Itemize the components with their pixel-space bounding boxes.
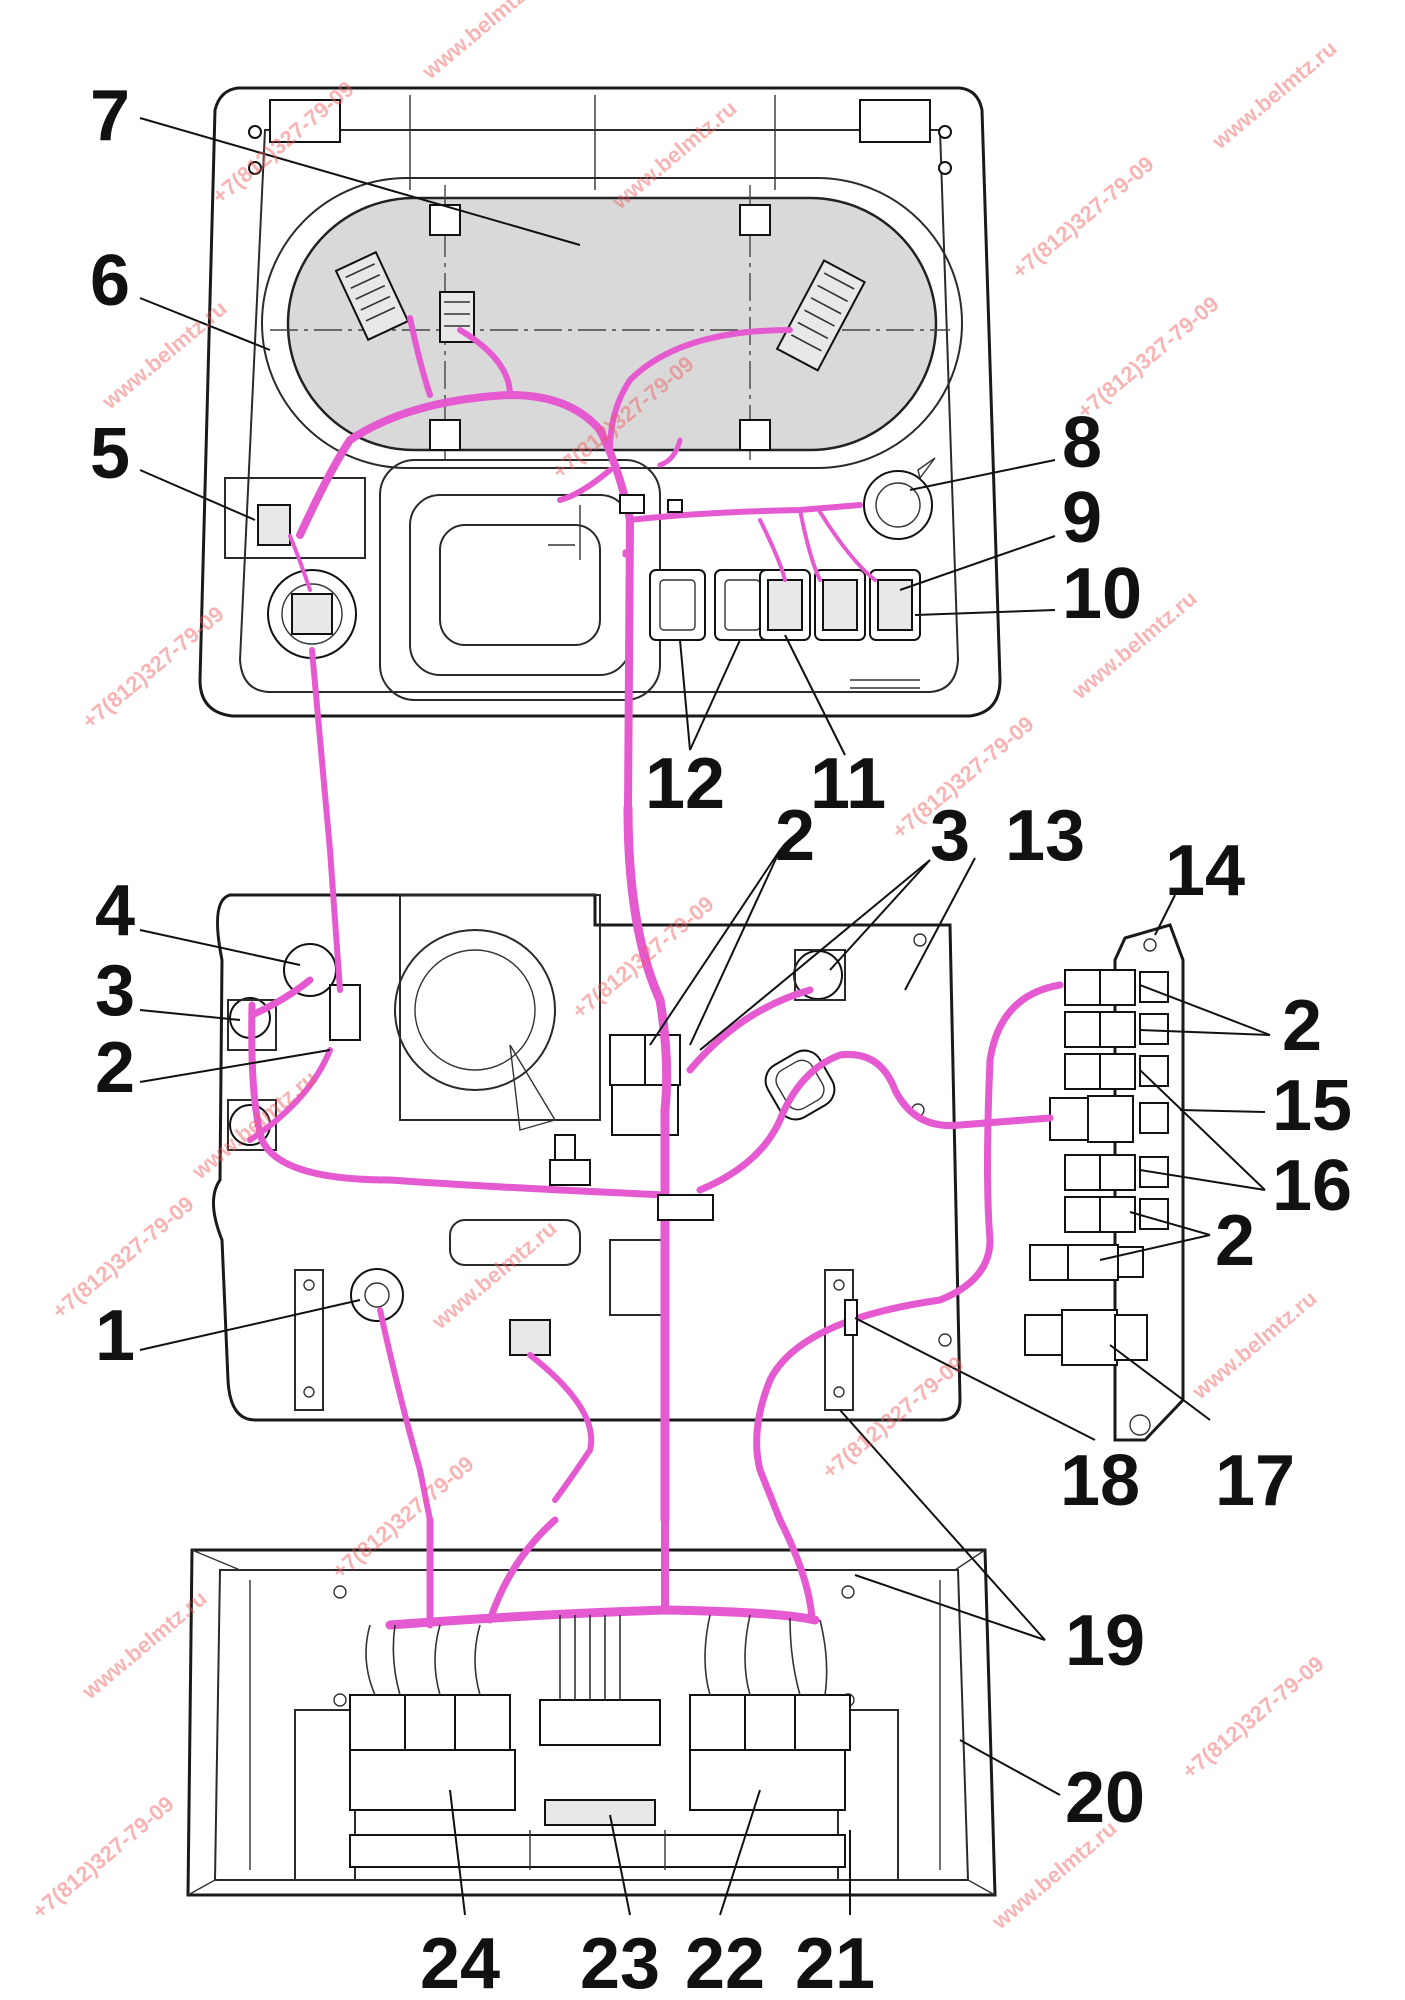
callout-8: 8 (1062, 403, 1102, 483)
switch-row-4 (1064, 1154, 1169, 1191)
wiring-harness-bottom (365, 1516, 828, 1700)
switch-17 (1024, 1309, 1148, 1366)
callout-2-right-top: 2 (1282, 986, 1322, 1066)
fuse-strip-21 (349, 1834, 846, 1868)
leader-lines (139, 117, 1271, 1916)
switch-row-6 (1029, 1244, 1144, 1281)
switch-row-3 (1064, 1053, 1169, 1090)
switch-row-15 (1049, 1095, 1169, 1143)
watermark-site: www.belmtz.ru (986, 1815, 1121, 1934)
grommet-1 (350, 1268, 404, 1322)
switch-row-1 (1064, 969, 1169, 1006)
callout-15: 15 (1272, 1066, 1352, 1146)
callout-20: 20 (1065, 1758, 1145, 1838)
callout-13: 13 (1005, 796, 1085, 876)
watermark-site: www.belmtz.ru (1186, 1285, 1321, 1404)
callout-3-center: 3 (930, 796, 970, 876)
switch-bracket-14 (1024, 923, 1185, 1442)
display-connector-left (334, 250, 410, 342)
callout-labels: 7 6 5 8 9 10 12 11 2 3 13 14 4 3 2 2 15 … (90, 76, 1352, 2000)
rocker-switch-10 (814, 569, 866, 641)
watermark-site: www.belmtz.ru (416, 0, 551, 84)
callout-2-left: 2 (95, 1028, 135, 1108)
fuse-relay-panel-bottom (186, 1548, 997, 1897)
wiring-harness-top (288, 315, 877, 853)
callout-7: 7 (90, 76, 130, 156)
instrument-panel-top (198, 86, 1002, 718)
callout-2-right-bottom: 2 (1215, 1201, 1255, 1281)
callout-19: 19 (1065, 1601, 1145, 1681)
watermark-phone: +7(812)327-79-09 (27, 1791, 178, 1924)
callout-11: 11 (810, 744, 886, 824)
rocker-switch-9 (869, 569, 921, 641)
grommet-4 (283, 943, 337, 997)
ignition-switch (267, 569, 357, 659)
switch-5 (257, 504, 291, 546)
watermark-phone: +7(812)327-79-09 (1177, 1651, 1328, 1784)
small-connector (509, 1319, 551, 1356)
relay-block-23 (539, 1699, 661, 1826)
callout-1: 1 (95, 1296, 135, 1376)
display-connector-right (775, 259, 867, 372)
rocker-switch-12a (649, 569, 706, 641)
callout-17: 17 (1215, 1441, 1295, 1521)
relay-block-22 (689, 1694, 851, 1811)
callout-12: 12 (645, 744, 725, 824)
watermark-phone: +7(812)327-79-09 (1072, 291, 1223, 424)
callout-2-center: 2 (775, 796, 815, 876)
callout-16: 16 (1272, 1146, 1352, 1226)
callout-3-left: 3 (95, 951, 135, 1031)
callout-22: 22 (685, 1924, 765, 2000)
switch-row-5 (1064, 1196, 1169, 1233)
switch-row-2 (1064, 1011, 1169, 1048)
callout-23: 23 (580, 1924, 660, 2000)
connector-2-center-a (609, 1034, 646, 1086)
mounting-panel-middle (211, 893, 962, 1422)
callout-4: 4 (95, 871, 135, 951)
callout-10: 10 (1062, 554, 1142, 634)
callout-5: 5 (90, 414, 130, 494)
wiring-harness-middle (247, 803, 1064, 1525)
watermark-phone: +7(812)327-79-09 (1007, 151, 1158, 284)
watermark-site: www.belmtz.ru (1206, 35, 1341, 154)
callout-14: 14 (1165, 831, 1245, 911)
relay-block-24 (349, 1694, 516, 1811)
callout-21: 21 (795, 1924, 875, 2000)
callout-6: 6 (90, 241, 130, 321)
callout-9: 9 (1062, 478, 1102, 558)
callout-24: 24 (420, 1924, 500, 2000)
callout-18: 18 (1060, 1441, 1140, 1521)
